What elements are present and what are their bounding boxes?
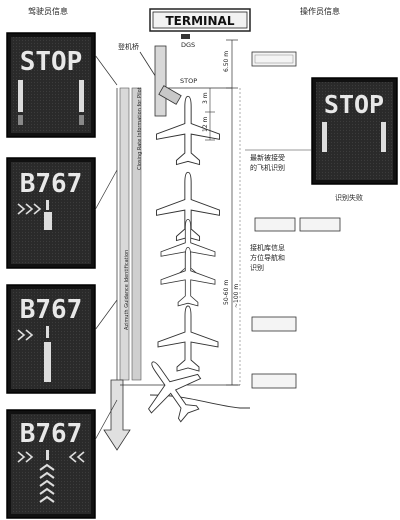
pilot-display-identify: B767 — [6, 157, 96, 269]
terminal-label: TERMINAL — [165, 14, 234, 28]
dim-50-60m: 50-60 m — [223, 280, 230, 305]
pilot-display-4-text: B767 — [20, 419, 83, 449]
dim-3m: 3 m — [202, 92, 209, 104]
operator-display-stop: STOP — [311, 77, 398, 185]
pilot-display-3-text: B767 — [20, 295, 83, 325]
dim-12m: 12 m — [202, 116, 209, 132]
docking-info-label: 接机库信息方位导航和识别 — [250, 243, 285, 272]
operator-panel-1 — [251, 51, 297, 67]
aircraft-approach-3 — [160, 246, 216, 307]
boarding-bridge — [154, 45, 182, 117]
operator-panel-5 — [251, 373, 297, 389]
last-accepted-label: 最新被接受的飞机识别 — [250, 153, 285, 172]
pilot-display-2-text: B767 — [20, 169, 83, 199]
display-connectors — [94, 54, 118, 441]
dgs-unit — [181, 34, 190, 39]
operator-display-text: STOP — [324, 90, 384, 119]
dim-6-5m: 6.50 m — [223, 51, 230, 72]
pilot-display-guide: B767 — [6, 284, 96, 394]
pilot-display-approach: B767 — [6, 409, 96, 519]
dgs-label: DGS — [181, 41, 195, 49]
dimension-markers — [205, 39, 241, 386]
dim-100m: ~100 m — [233, 284, 240, 308]
pilot-display-stop: STOP — [6, 32, 96, 138]
azimuth-beam — [131, 87, 142, 381]
pilot-info-label: 驾驶员信息 — [28, 6, 68, 16]
operator-info-label: 操作员信息 — [300, 6, 340, 16]
stop-position-label: STOP — [180, 77, 197, 85]
aircraft-approach-4 — [157, 305, 219, 372]
terminal-sign — [152, 11, 248, 29]
pilot-display-1-text: STOP — [20, 47, 83, 77]
operator-panel-4 — [251, 316, 297, 332]
identify-fail-label: 识别失败 — [335, 193, 363, 202]
bridge-label: 登机桥 — [118, 42, 139, 51]
taxi-arrow — [103, 379, 131, 451]
closing-rate-beam — [119, 87, 130, 381]
operator-panel-3 — [299, 217, 341, 232]
closing-rate-label: Closing Rate Information for Pilot — [137, 87, 143, 170]
operator-panel-2 — [254, 217, 296, 232]
azimuth-label: Azimuth Guidance Identification — [124, 250, 130, 330]
